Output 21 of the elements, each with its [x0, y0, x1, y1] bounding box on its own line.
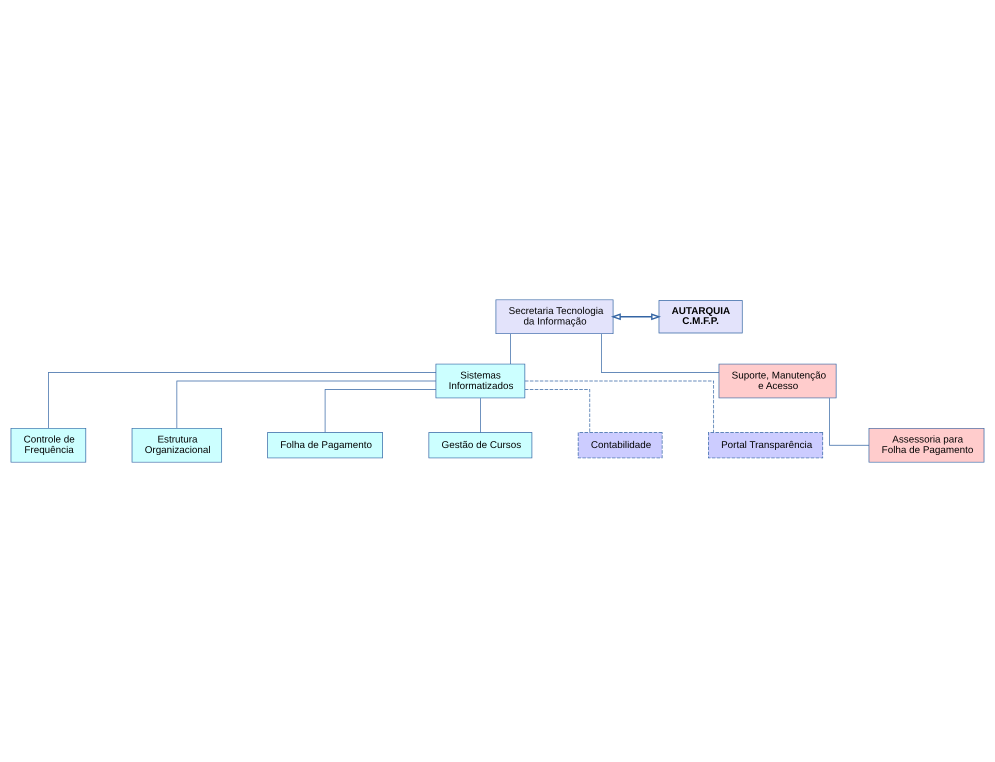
- node-box: Estrutura Organizacional: [132, 428, 222, 463]
- node-box: Gestão de Cursos: [428, 432, 532, 458]
- connector: [48, 372, 436, 429]
- node-box: AUTARQUIA C.M.F.P.: [658, 300, 743, 334]
- connector: [829, 398, 870, 446]
- node-box: Portal Transparência: [708, 432, 824, 458]
- connector: [176, 380, 436, 428]
- connector: [324, 389, 436, 433]
- node-box: Assessoria para Folha de Pagamento: [868, 428, 984, 463]
- connector: [480, 398, 481, 433]
- node-box: Contabilidade: [578, 432, 662, 458]
- connector: [601, 333, 720, 373]
- node-box: Secretaria Tecnologia da Informação: [496, 299, 614, 334]
- node-box: Folha de Pagamento: [267, 432, 383, 458]
- connector: [524, 380, 714, 433]
- node-box: Suporte, Manutenção e Acesso: [718, 364, 836, 398]
- connector: [510, 334, 511, 364]
- arrow: [610, 313, 661, 320]
- connector: [524, 389, 590, 433]
- node-box: Sistemas Informatizados: [436, 364, 526, 398]
- node-box: Controle de Frequência: [10, 428, 86, 463]
